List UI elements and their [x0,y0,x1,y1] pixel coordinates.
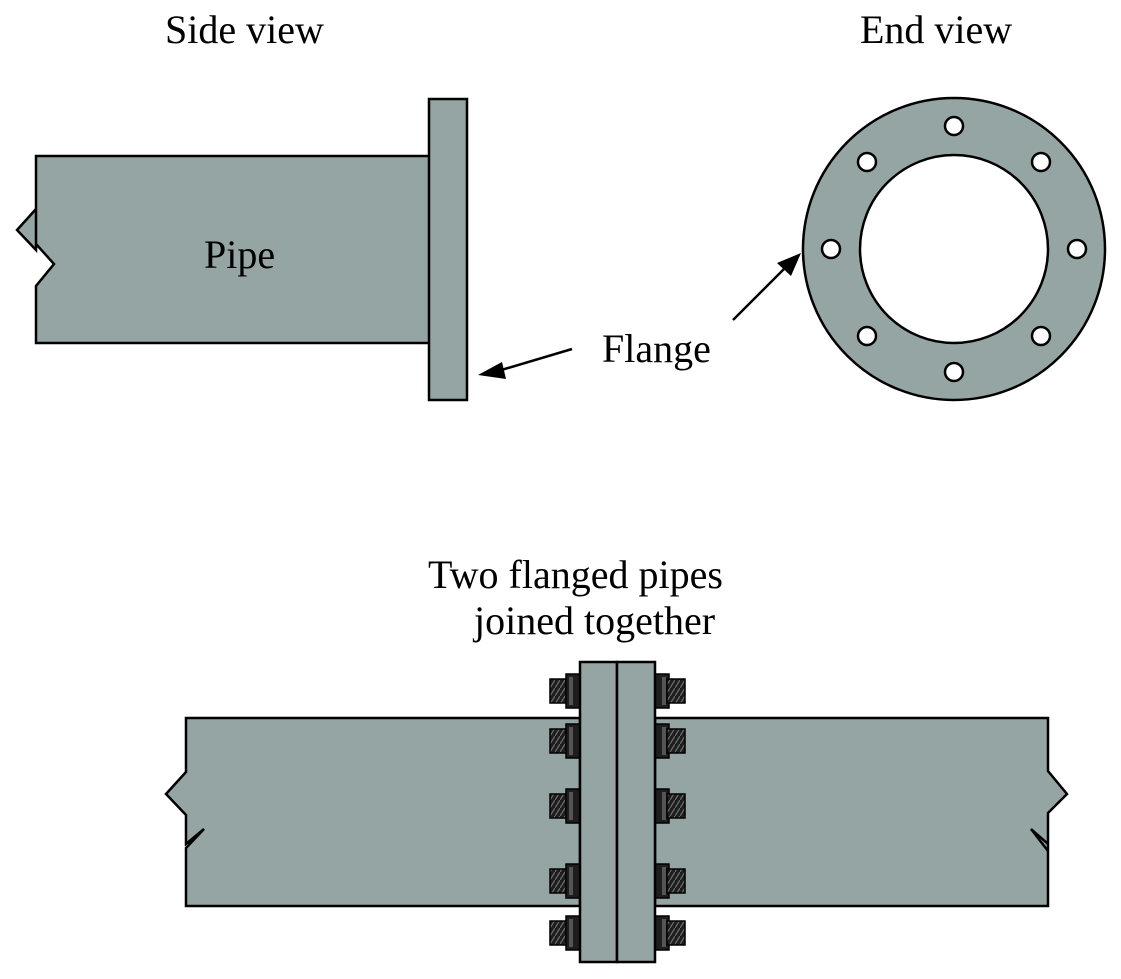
bolt-hole [1030,325,1052,347]
bolt-holes [820,115,1088,383]
bolt-hole [943,361,965,383]
bolt-hole [856,325,878,347]
joined-pipes [164,660,1069,964]
flange-bolt [549,673,686,709]
flange-arrowhead-right [777,253,801,276]
left-pipe-body [164,716,582,908]
flange-bolt [549,863,686,899]
flange-arrow-left [497,347,573,373]
flange-callout: Flange [478,253,801,379]
flange-bolt [549,723,686,759]
bolt-hole [943,115,965,137]
joint-bolts [549,673,686,951]
pipe-label: Pipe [204,232,275,277]
side-view-title: Side view [165,7,324,52]
flange-bolt [549,788,686,824]
end-view-title: End view [860,7,1012,52]
side-view-flange [427,97,469,402]
flange-arrowhead-left [478,362,506,379]
bolt-hole [1030,151,1052,173]
bolt-hole [1066,238,1088,260]
flange-label: Flange [602,326,711,371]
end-view-pipe-bore [858,153,1050,345]
joined-title-line2: joined together [472,598,715,643]
flange-bolt [549,915,686,951]
right-flange [615,660,657,964]
right-pipe-body [653,716,1069,908]
side-view: Pipe [15,97,469,402]
flange-arrow-right [732,267,786,321]
end-view [801,96,1107,402]
bolt-hole [856,151,878,173]
left-flange [578,660,619,964]
bolt-hole [820,238,842,260]
joined-title-line1: Two flanged pipes [428,552,723,597]
